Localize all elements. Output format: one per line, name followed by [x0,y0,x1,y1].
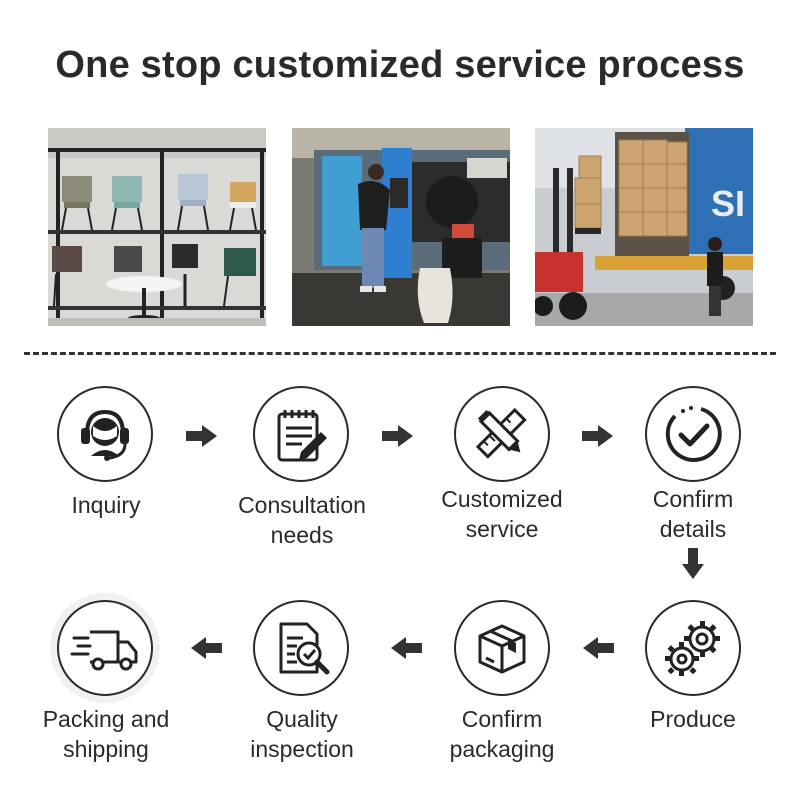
step-confirm-details [645,386,741,482]
ruler-pencil-icon [475,407,527,459]
dashed-divider [24,352,776,355]
step-label-confirm-packaging: Confirm packaging [449,706,555,762]
step-label-inquiry: Inquiry [71,492,141,518]
arrow-left-icon [582,636,614,660]
step-packing-shipping [57,600,153,696]
page-title: One stop customized service process [55,44,745,86]
container-logo-text: SI [711,183,745,224]
step-customized [454,386,550,482]
arrow-down-icon [681,548,705,580]
arrow-left-icon [390,636,422,660]
chairs-showroom-photo [48,128,266,326]
check-circle-icon [665,406,722,462]
injection-molding-factory-photo [292,128,510,326]
package-box-icon [478,624,526,674]
step-quality-inspection [253,600,349,696]
arrow-left-icon [190,636,222,660]
headset-icon [81,409,129,461]
arrow-right-icon [582,424,614,448]
step-label-packing-shipping: Packing and shipping [42,706,170,762]
step-label-customized: Customized service [441,486,563,542]
step-confirm-packaging [454,600,550,696]
step-label-confirm-details: Confirm details [652,486,734,542]
step-consultation [253,386,349,482]
arrow-right-icon [382,424,414,448]
step-inquiry [57,386,153,482]
step-label-consultation: Consultation needs [238,492,366,548]
inspection-document-icon [279,622,330,675]
step-label-quality-inspection: Quality inspection [250,706,354,762]
gears-icon [665,621,720,676]
arrow-right-icon [186,424,218,448]
step-label-produce: Produce [650,706,736,732]
step-produce [645,600,741,696]
delivery-truck-icon [70,630,138,671]
container-loading-photo: SI [535,128,753,326]
clipboard-pen-icon [277,410,327,462]
